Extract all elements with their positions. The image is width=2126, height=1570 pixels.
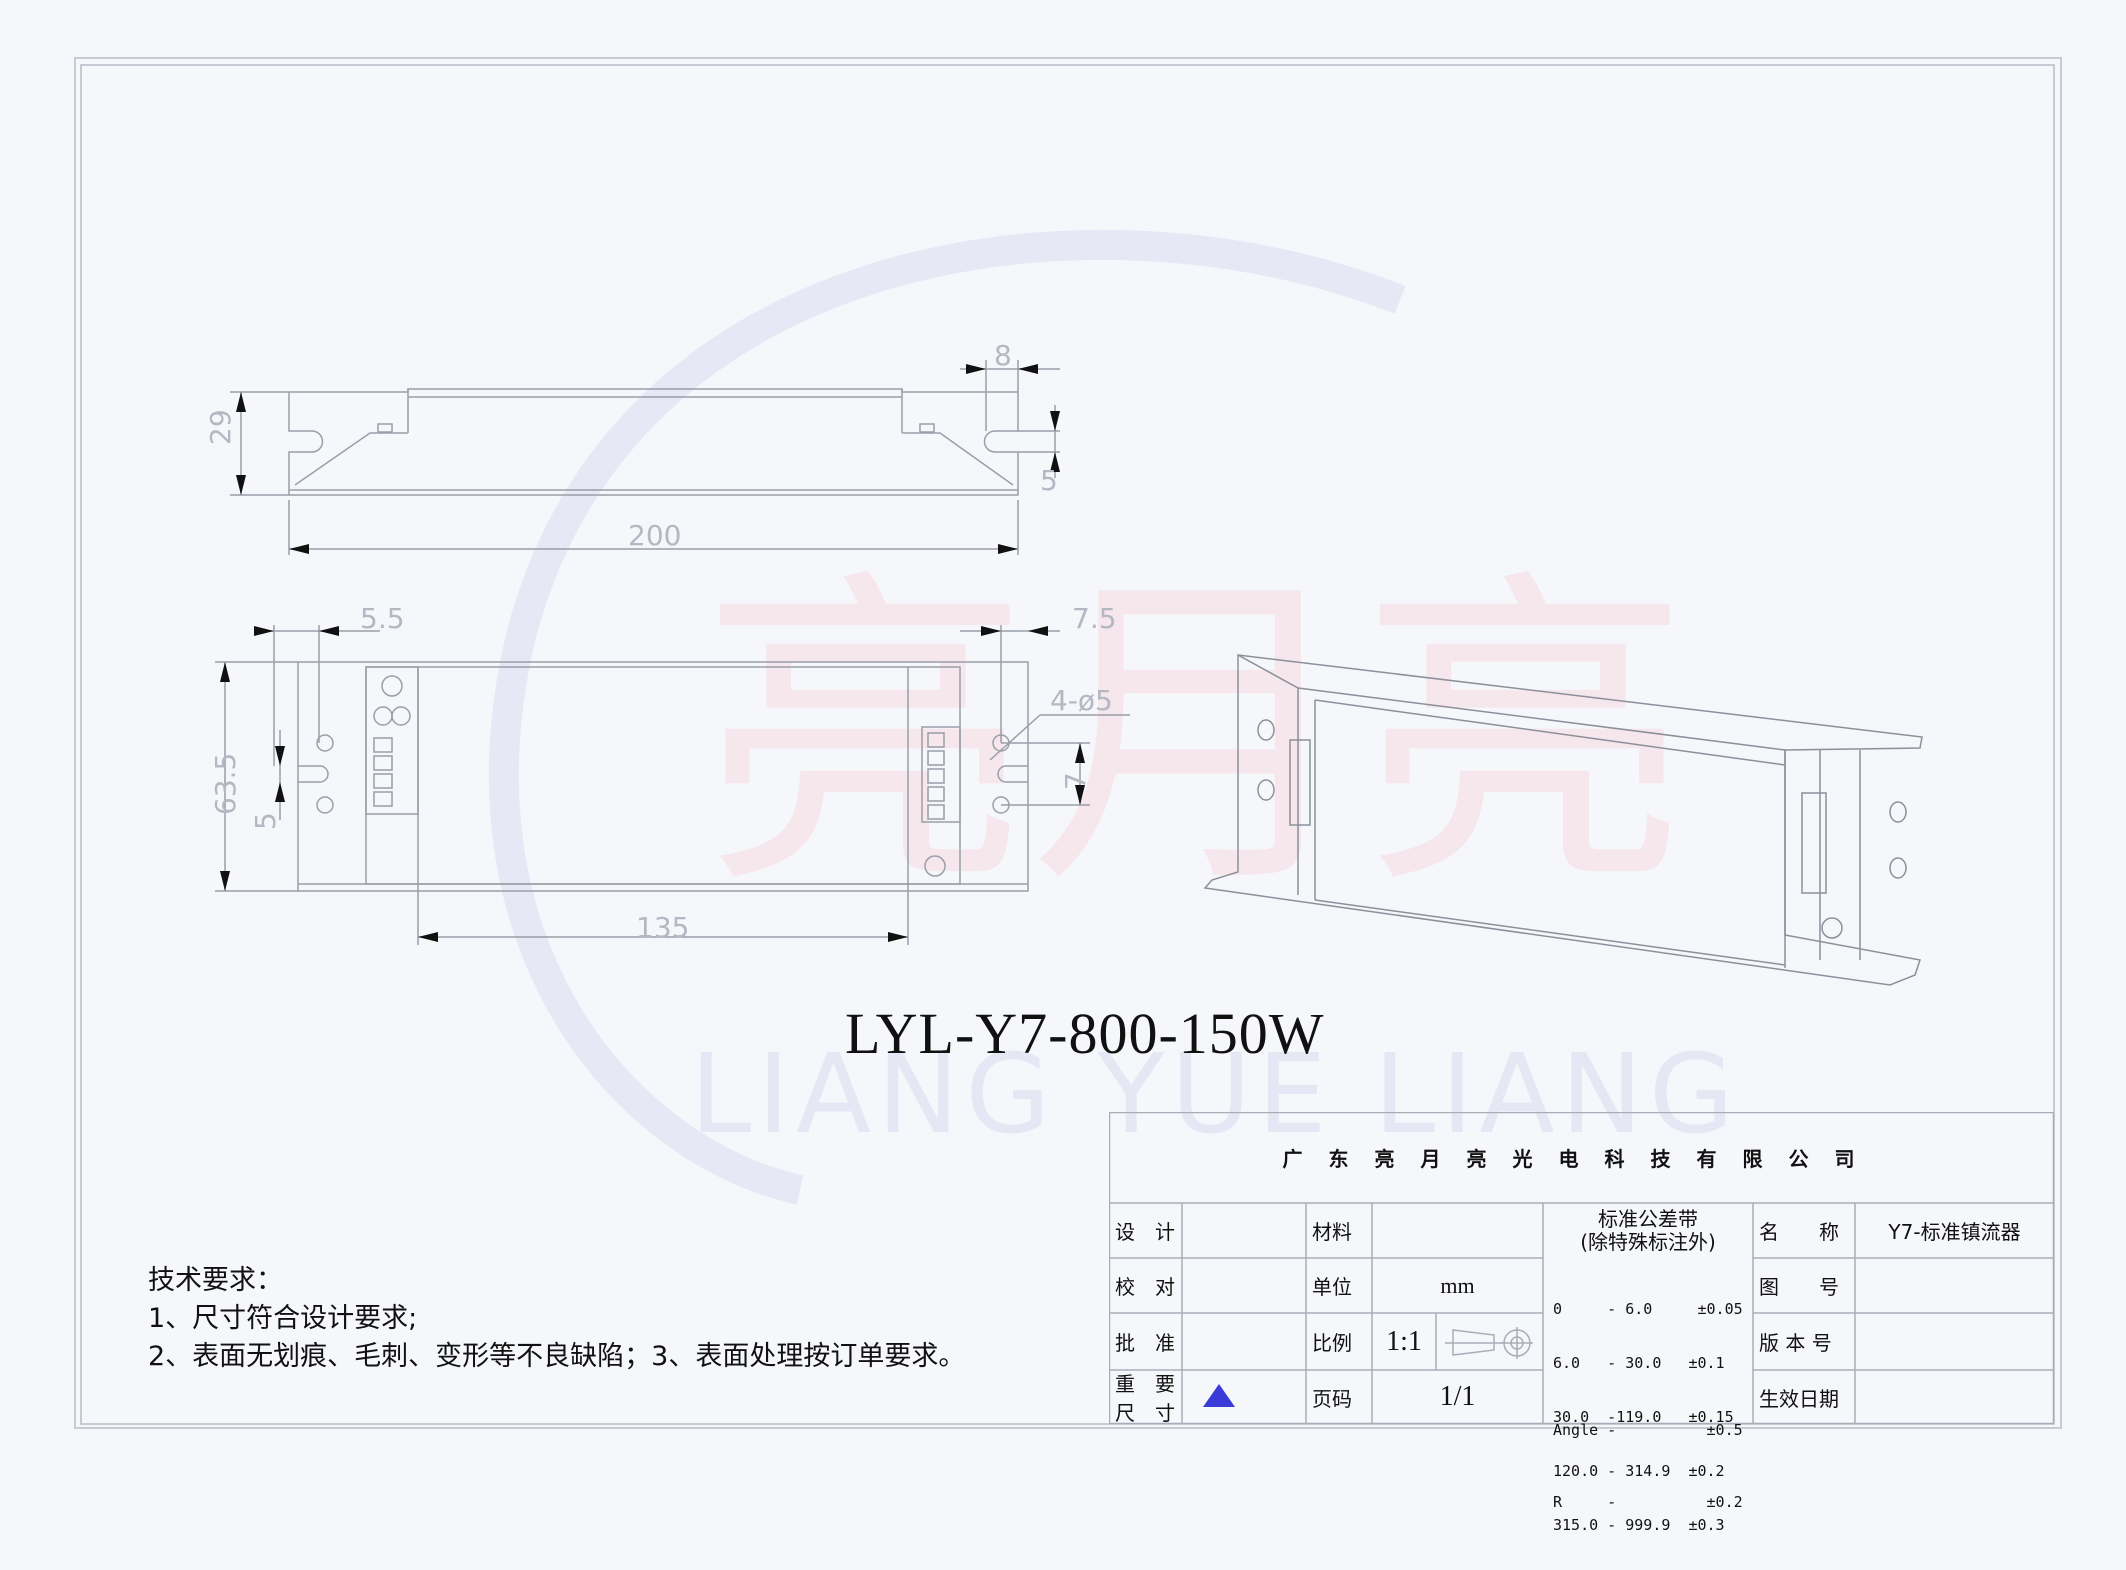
tolerance-title-1: 标准公差带	[1598, 1206, 1698, 1231]
angle-tolerance: Angle - ±0.5	[1553, 1421, 1743, 1439]
isometric-view	[1203, 654, 1923, 986]
bottom-view	[215, 625, 1130, 945]
dim-29: 29	[204, 409, 237, 445]
approve-label: 批 准	[1115, 1331, 1175, 1355]
dim-7-slot: 7	[1059, 772, 1092, 790]
tolerance-title-2: (除特殊标注外)	[1580, 1229, 1716, 1254]
dim-200: 200	[628, 519, 681, 552]
watermark-text: LIANG YUE LIANG	[690, 1030, 1741, 1158]
scale-value: 1:1	[1386, 1325, 1422, 1357]
watermark-logo: 亮月亮	[489, 229, 1690, 1205]
dim-5-5: 5.5	[360, 602, 405, 635]
title-block-grid	[1109, 1112, 2054, 1424]
name-value: Y7-标准镇流器	[1888, 1220, 2021, 1244]
dim-holes: 4-ø5	[1050, 684, 1113, 717]
design-label: 设 计	[1115, 1220, 1175, 1244]
company-name: 广东亮月亮光电科技有限公司	[1282, 1147, 1881, 1171]
dim-135: 135	[636, 911, 689, 944]
model-number: LYL-Y7-800-150W	[845, 1001, 1325, 1066]
dim-5-top: 5	[1040, 464, 1058, 497]
tolerance-row: 30.0 -119.0 ±0.15	[1553, 1408, 1734, 1426]
notes-line-1: 1、尺寸符合设计要求;	[148, 1303, 418, 1334]
key-dim-label-2: 尺 寸	[1115, 1401, 1175, 1425]
tolerance-row: 120.0 - 314.9 ±0.2	[1553, 1462, 1725, 1480]
top-view	[230, 360, 1060, 555]
inner-border	[80, 64, 2055, 1425]
title-block: 广东亮月亮光电科技有限公司 设 计 校 对 批 准 重 要 尺 寸 材料 单位 …	[1109, 1112, 2054, 1534]
scale-label: 比例	[1312, 1331, 1352, 1355]
page-value: 1/1	[1439, 1381, 1476, 1412]
tolerance-angle-radius: Angle - ±0.5 R - ±0.2	[1553, 1370, 1743, 1562]
unit-label: 单位	[1312, 1275, 1352, 1299]
key-dimension-label: 重 要 尺 寸	[1109, 1370, 1182, 1425]
dim-8: 8	[994, 339, 1012, 372]
version-label: 版 本 号	[1759, 1331, 1832, 1355]
name-label: 名 称	[1759, 1220, 1839, 1244]
tolerance-row: 0 - 6.0 ±0.05	[1553, 1300, 1743, 1318]
unit-value: mm	[1440, 1272, 1475, 1298]
dim-7-5: 7.5	[1072, 602, 1117, 635]
tolerance-header: 标准公差带 (除特殊标注外)	[1543, 1203, 1753, 1258]
material-label: 材料	[1312, 1220, 1352, 1244]
key-dim-label-1: 重 要	[1115, 1372, 1175, 1396]
svg-text:亮月亮: 亮月亮	[700, 544, 1690, 928]
technical-requirements: 技术要求： 1、尺寸符合设计要求; 2、表面无划痕、毛刺、变形等不良缺陷；3、表…	[148, 1262, 965, 1376]
page-label: 页码	[1312, 1386, 1352, 1411]
radius-tolerance: R - ±0.2	[1553, 1493, 1743, 1511]
check-label: 校 对	[1115, 1275, 1175, 1299]
notes-title: 技术要求：	[148, 1265, 283, 1296]
drawing-number-label: 图 号	[1759, 1275, 1839, 1299]
notes-line-2: 2、表面无划痕、毛刺、变形等不良缺陷；3、表面处理按订单要求。	[148, 1341, 966, 1372]
outer-border	[74, 57, 2062, 1429]
tolerance-row: 6.0 - 30.0 ±0.1	[1553, 1354, 1725, 1372]
dim-5-slot: 5	[249, 812, 282, 830]
drawing-sheet: 亮月亮 29 200 8 5	[74, 57, 2062, 1429]
key-dimension-triangle-icon	[1203, 1384, 1235, 1407]
dim-63-5: 63.5	[209, 753, 242, 815]
effective-date-label: 生效日期	[1759, 1386, 1839, 1411]
